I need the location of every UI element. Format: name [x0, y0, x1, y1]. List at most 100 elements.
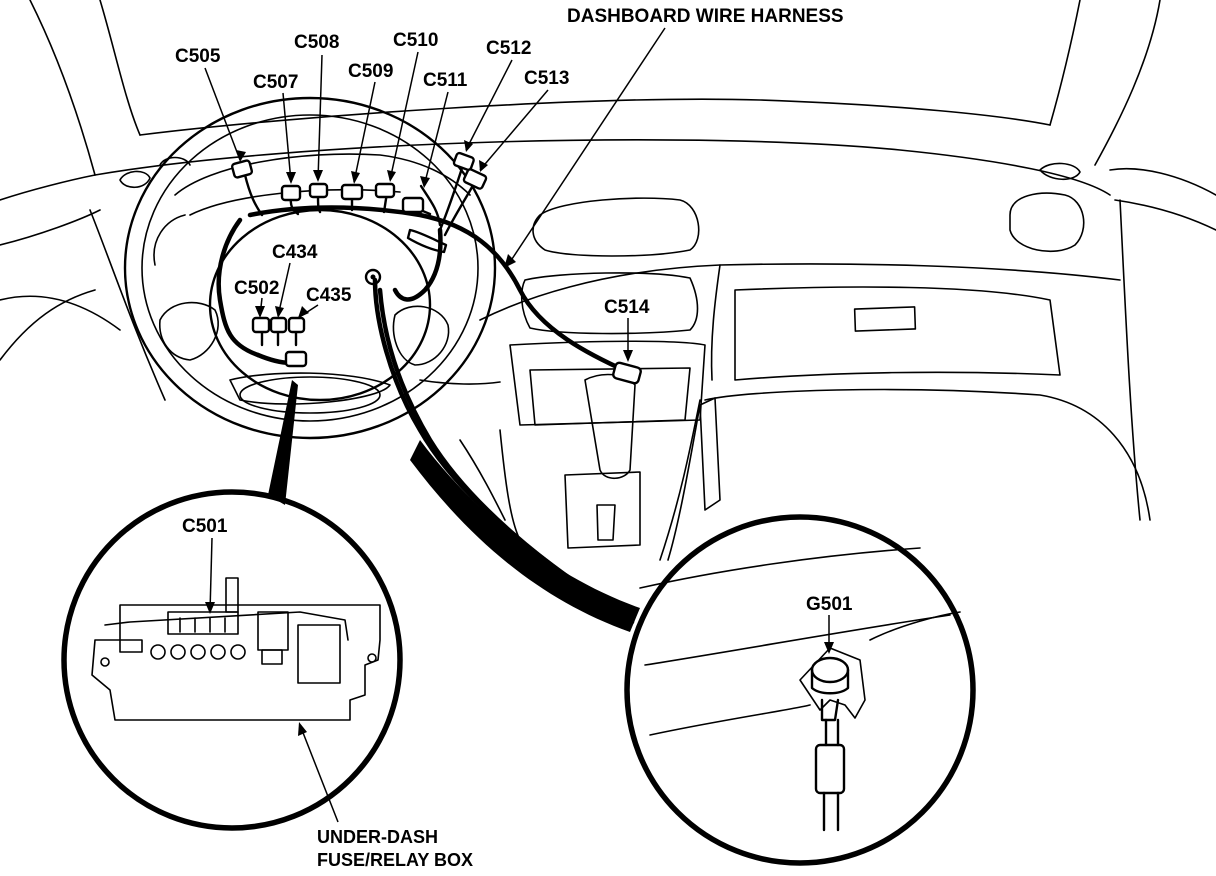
connector-c435 — [287, 316, 306, 334]
leader-c501 — [209, 537, 213, 613]
right-pillar-inner — [1049, 0, 1081, 126]
right-vent — [1009, 192, 1085, 253]
cluster-left — [153, 214, 186, 266]
ground-detail — [624, 514, 976, 866]
label-c435: C435 — [306, 285, 352, 306]
right-door-line — [1109, 167, 1216, 196]
arrow-c514 — [623, 350, 633, 362]
label-c509: C509 — [348, 61, 393, 82]
left-door-line-3 — [0, 289, 96, 361]
arrow-fusebox — [298, 722, 307, 736]
fusebox-mount-hole-left — [100, 657, 110, 667]
connector-c509 — [340, 183, 364, 201]
label-c508: C508 — [294, 32, 339, 53]
label-c511: C511 — [423, 70, 468, 91]
arrow-c435 — [298, 306, 309, 318]
shift-slot — [596, 504, 616, 541]
ground-panel-line-2 — [644, 614, 951, 666]
connector-c508 — [308, 182, 329, 199]
label-harness: DASHBOARD WIRE HARNESS — [567, 6, 844, 27]
right-pillar-outer — [1094, 0, 1161, 166]
ground-bolt-head — [810, 656, 850, 684]
glovebox — [734, 286, 1061, 381]
fusebox-relay-1 — [257, 611, 289, 651]
arrow-c511 — [420, 176, 430, 188]
left-door-line-2 — [0, 209, 101, 246]
steering-wheel — [123, 96, 497, 440]
label-g501: G501 — [806, 594, 853, 615]
left-pillar-outer — [29, 0, 96, 176]
label-c505: C505 — [175, 46, 221, 67]
leader-c512 — [465, 59, 513, 151]
arrow-c513 — [479, 160, 488, 172]
center-vent — [532, 197, 700, 257]
label-c510: C510 — [393, 30, 438, 51]
dash-face-line — [479, 263, 1121, 321]
arrow-c512 — [464, 140, 473, 152]
arrow-c502 — [255, 306, 265, 318]
wedge-fusebox — [268, 380, 298, 505]
left-spoke-pad — [159, 301, 219, 361]
fuse-5 — [230, 644, 246, 660]
car-interior — [0, 0, 1216, 561]
glovebox-left-edge — [710, 264, 721, 381]
fusebox-tab — [225, 577, 239, 613]
label-c512: C512 — [486, 38, 531, 59]
leader-c510 — [389, 51, 419, 181]
right-spoke-pad — [392, 305, 450, 366]
column-shroud — [239, 376, 381, 414]
center-panel — [520, 272, 699, 335]
left-door-line — [0, 174, 96, 201]
dash-bottom-line — [419, 379, 501, 385]
connectors — [230, 151, 642, 385]
branch-c512 — [438, 163, 465, 232]
right-seat-line — [704, 388, 1151, 521]
branch-c511-up — [419, 184, 442, 227]
label-c513: C513 — [524, 68, 569, 89]
fusebox-relay-3 — [261, 649, 283, 665]
left-pillar-inner — [99, 0, 141, 136]
leader-c513 — [479, 89, 549, 171]
label-c507: C507 — [253, 72, 298, 93]
glovebox-handle — [853, 306, 917, 332]
label-c434: C434 — [272, 242, 318, 263]
harness-left-branch — [216, 217, 261, 358]
arrow-c434 — [275, 306, 284, 318]
connector-c507 — [280, 184, 302, 202]
label-fusebox-line2: FUSE/RELAY BOX — [317, 850, 473, 870]
harness-trunk — [247, 205, 631, 375]
fusebox-top-edge — [104, 611, 349, 641]
leader-c505 — [204, 67, 241, 161]
dash-top-edge — [139, 98, 1051, 136]
dash-upper-line — [94, 139, 1111, 196]
fusebox-c501-socket — [167, 611, 239, 635]
handbrake — [699, 397, 721, 511]
callout-wedges — [268, 380, 640, 632]
leader-fusebox — [299, 724, 339, 823]
cluster-hood — [174, 153, 471, 196]
branch-c505 — [243, 173, 264, 217]
connector-c512 — [452, 151, 475, 172]
connector-c434 — [269, 316, 288, 334]
arrow-c509 — [351, 171, 360, 184]
ground-bracket — [799, 647, 866, 719]
console-upper — [509, 340, 706, 426]
leader-c511 — [423, 91, 449, 187]
arrow-c508 — [313, 170, 323, 182]
label-fusebox-line1: UNDER-DASH — [317, 827, 438, 847]
cluster-face — [189, 188, 401, 216]
arrow-harness — [504, 254, 516, 268]
branch-right-loop — [392, 227, 443, 302]
arrow-c505 — [236, 150, 246, 162]
wedge-ground — [410, 440, 640, 632]
console-lower-line — [459, 439, 506, 521]
left-door-panel — [0, 295, 121, 331]
steering-wheel-rim-outer — [123, 96, 497, 440]
right-door-line-2 — [1114, 199, 1216, 231]
labels: DASHBOARD WIRE HARNESS C505 C507 C508 C5… — [175, 6, 853, 870]
fusebox-mount-hole-right — [367, 653, 377, 663]
console-side — [667, 404, 701, 561]
ground-detail-ring — [624, 514, 976, 866]
